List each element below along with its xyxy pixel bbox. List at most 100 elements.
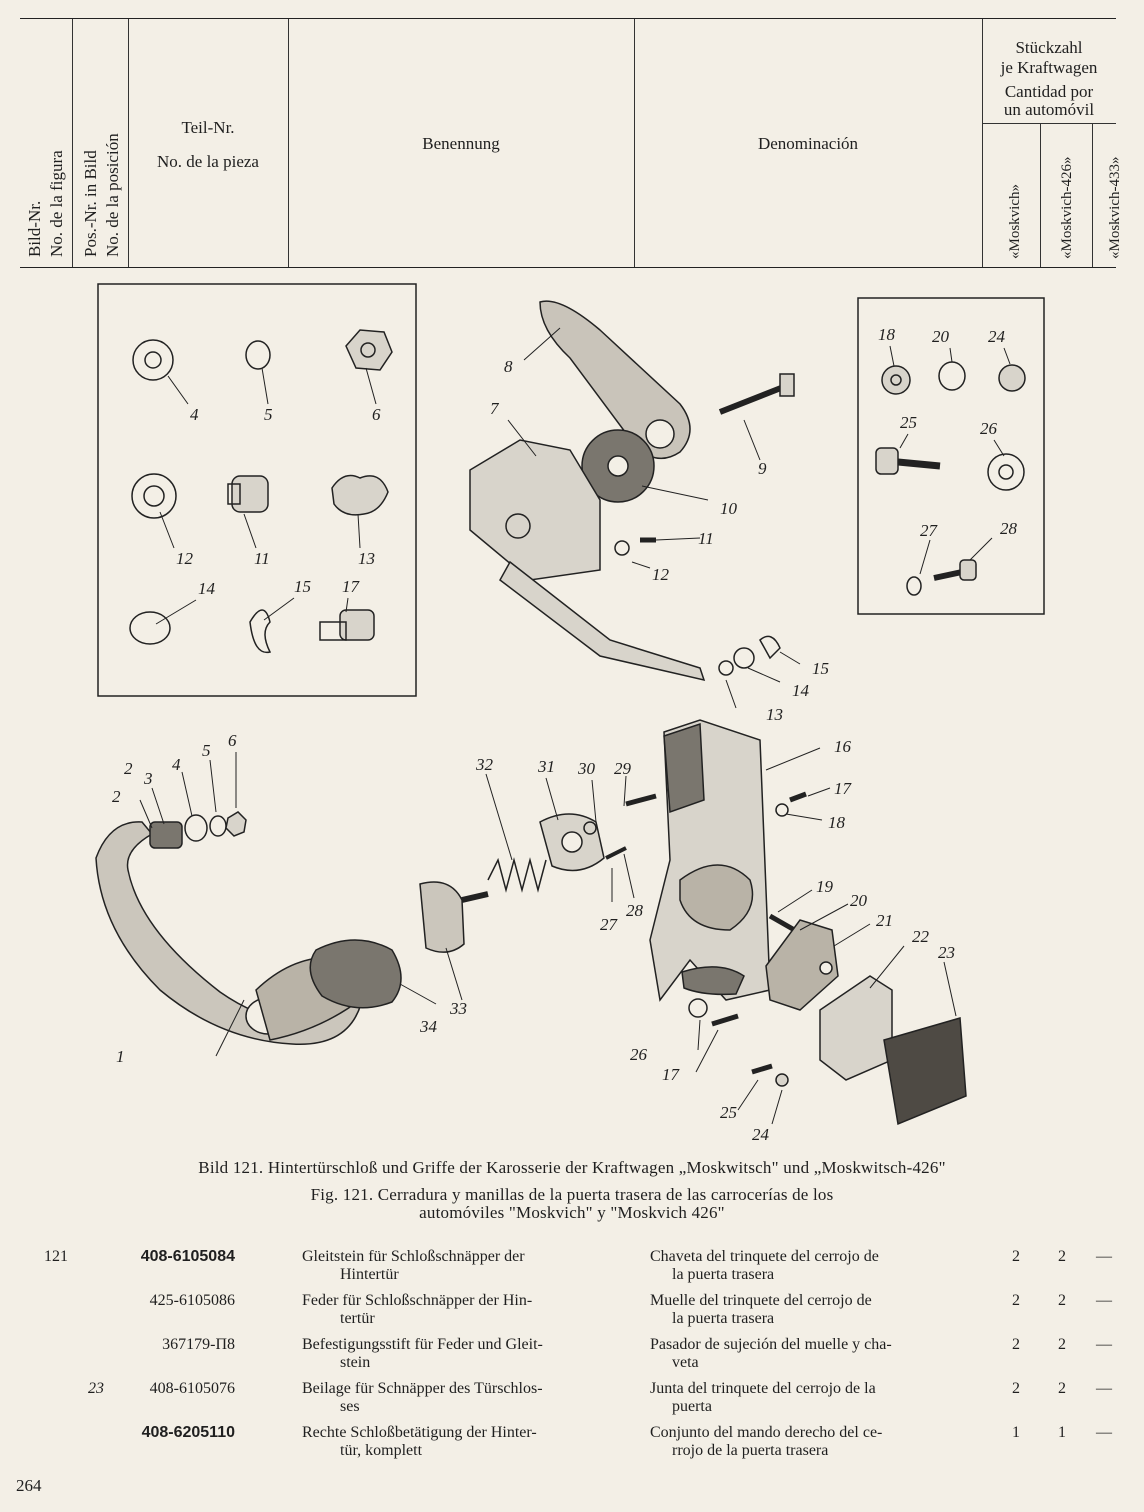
rotary-cam-shape	[679, 864, 754, 931]
star-washer-hole-shape	[890, 374, 902, 386]
column-divider	[1092, 123, 1093, 267]
row-benennung-2: tertür	[340, 1310, 375, 1327]
callout-5: 5	[264, 405, 273, 424]
callout-32: 32	[475, 755, 494, 774]
model-moskvich: «Moskvich»	[1007, 184, 1023, 259]
row-fig-nr: 121	[44, 1248, 68, 1265]
column-divider	[128, 19, 129, 267]
col-pieza: No. de la pieza	[157, 152, 259, 171]
screw-head-shape	[231, 475, 269, 513]
qty-label-es-2: un automóvil	[1003, 100, 1095, 119]
callout-2-stack: 2	[124, 759, 133, 778]
callout-17: 17	[834, 779, 853, 798]
row-benennung-1: Gleitstein für Schloßschnäpper der	[302, 1248, 525, 1265]
row-qty-moskvich: 2	[1012, 1336, 1020, 1353]
row-qty-433: —	[1096, 1380, 1112, 1397]
friction-disk-hole-shape	[607, 455, 629, 477]
callout-17-inset: 17	[342, 577, 361, 596]
washer-shape	[733, 647, 755, 669]
callout-29: 29	[614, 759, 632, 778]
callout-34: 34	[419, 1017, 438, 1036]
callout-22: 22	[912, 927, 930, 946]
table-row: 23 408-6105076 Beilage für Schnäpper des…	[0, 1380, 1144, 1424]
callout-4: 4	[190, 405, 199, 424]
callout-27-inset: 27	[920, 521, 939, 540]
lock-lever-shape	[681, 966, 745, 996]
callout-24: 24	[752, 1125, 770, 1144]
callout-10: 10	[720, 499, 738, 518]
nut-hole-shape	[360, 342, 376, 358]
screw-head-shape	[959, 559, 977, 581]
callout-12: 12	[652, 565, 670, 584]
model-moskvich-426: «Moskvich-426»	[1059, 156, 1075, 260]
row-denominacion-2: veta	[672, 1354, 699, 1371]
lock-washer-shape	[938, 361, 966, 391]
screw-shape	[789, 791, 807, 803]
row-part-nr: 425-6105086	[149, 1292, 235, 1309]
row-benennung-2: tür, komplett	[340, 1442, 423, 1459]
callout-6-stack: 6	[228, 731, 237, 750]
figure-caption-de: Bild 121. Hintertürschloß und Griffe der…	[198, 1158, 946, 1177]
row-denominacion-2: puerta	[672, 1398, 712, 1415]
handle-gasket-shape	[309, 939, 402, 1009]
screw-shank-shape	[933, 569, 963, 581]
row-qty-moskvich: 2	[1012, 1292, 1020, 1309]
col-denominacion: Denominación	[757, 134, 859, 153]
column-divider	[288, 19, 289, 267]
row-qty-moskvich: 2	[1012, 1248, 1020, 1265]
col-figura: No. de la figura	[47, 150, 66, 257]
column-divider	[72, 19, 73, 267]
link-rod-shape	[499, 560, 706, 682]
row-qty-433: —	[1096, 1336, 1112, 1353]
leader-lines	[889, 345, 1011, 575]
row-qty-426: 2	[1058, 1336, 1066, 1353]
plate-hole-shape	[505, 513, 531, 539]
nut-shape	[345, 329, 393, 371]
sliding-block-shape	[765, 919, 839, 1011]
exploded-view-diagram: 1 2 3 4 5 6 7 8 9 10 11 12 13 14 15 16 1…	[95, 283, 1045, 1144]
row-part-nr: 367179-П8	[162, 1336, 235, 1353]
qty-divider	[982, 123, 1116, 124]
row-denominacion-1: Chaveta del trinquete del cerrojo de	[650, 1248, 879, 1265]
row-benennung-1: Rechte Schloßbetätigung der Hinter-	[302, 1424, 537, 1441]
screw-shape	[751, 1063, 773, 1075]
bolt-shape	[718, 383, 788, 415]
row-benennung-2: Hintertür	[340, 1266, 399, 1283]
row-qty-moskvich: 1	[1012, 1424, 1020, 1441]
row-qty-426: 1	[1058, 1424, 1066, 1441]
row-benennung-2: stein	[340, 1354, 371, 1371]
page-number: 264	[16, 1476, 42, 1495]
callout-8: 8	[504, 357, 513, 376]
lock-washer-shape	[245, 340, 271, 370]
lever-hole-shape	[645, 419, 675, 449]
qty-label-de-2: je Kraftwagen	[1000, 58, 1098, 77]
row-part-nr: 408-6105084	[140, 1248, 235, 1265]
figure-caption-es-line2: automóviles "Moskvich" y "Moskvich 426"	[419, 1203, 725, 1222]
table-row: 408-6205110 Rechte Schloßbetätigung der …	[0, 1424, 1144, 1468]
row-qty-433: —	[1096, 1292, 1112, 1309]
star-washer-shape	[775, 803, 789, 817]
row-qty-426: 2	[1058, 1248, 1066, 1265]
washer-shape	[718, 660, 734, 676]
row-denominacion-2: la puerta trasera	[672, 1310, 775, 1327]
bolt-head-shape	[339, 609, 375, 641]
qty-label-de-1: Stückzahl	[1015, 38, 1083, 57]
callout-28-inset: 28	[1000, 519, 1018, 538]
star-washer-shape	[614, 540, 630, 556]
nut-shape	[583, 821, 597, 835]
washer-shape	[184, 814, 208, 842]
row-part-nr: 408-6205110	[141, 1424, 235, 1441]
callout-27: 27	[600, 915, 619, 934]
star-washer-shape	[131, 473, 177, 519]
bolt-head-shape	[779, 373, 795, 397]
callout-26: 26	[630, 1045, 648, 1064]
column-divider	[1040, 123, 1041, 267]
row-denominacion-2: rrojo de la puerta trasera	[672, 1442, 829, 1459]
row-qty-moskvich: 2	[1012, 1380, 1020, 1397]
col-pos-nr: Pos.-Nr. in Bild	[81, 150, 100, 257]
star-washer-shape	[987, 453, 1025, 491]
callout-28: 28	[626, 901, 644, 920]
cotter-pin-shape	[759, 635, 781, 660]
callout-14: 14	[792, 681, 810, 700]
callout-4-stack: 4	[172, 755, 181, 774]
